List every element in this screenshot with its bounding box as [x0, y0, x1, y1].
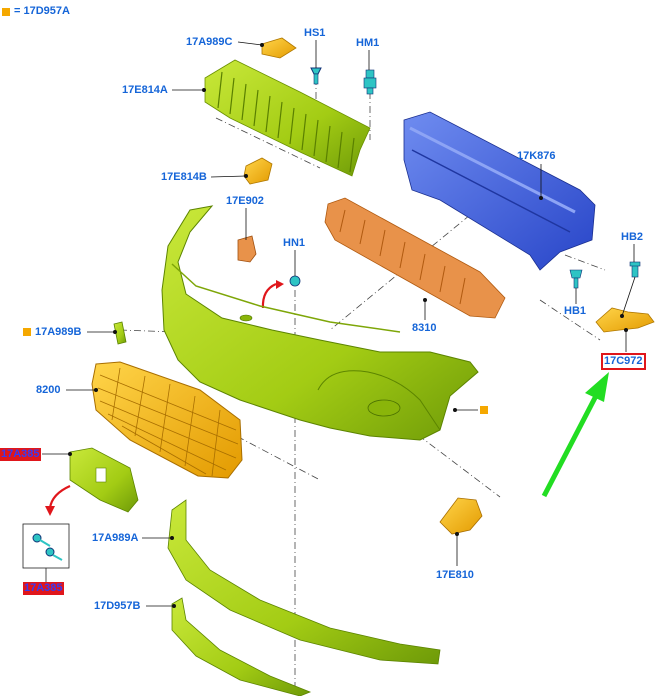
- label-8200[interactable]: 8200: [36, 384, 61, 396]
- label-HB1[interactable]: HB1: [564, 305, 587, 317]
- label-8310[interactable]: 8310: [412, 322, 437, 334]
- screws-box: [22, 523, 70, 582]
- label-17E814A[interactable]: 17E814A: [122, 84, 168, 96]
- green-callout-arrow: [541, 372, 609, 498]
- label-17A385-screws[interactable]: 17A385: [23, 582, 64, 595]
- energy-absorber-8310: [324, 197, 506, 319]
- red-curved-arrow-17A385: [48, 484, 71, 509]
- clip-17A989B: [113, 321, 127, 345]
- clip-HB2: [629, 261, 641, 278]
- bracket-17A385: [69, 447, 139, 513]
- bracket-17C972: [595, 307, 655, 333]
- lower-trim-17D957B: [171, 597, 312, 696]
- legend-text: = 17D957A: [14, 5, 70, 17]
- red-curved-arrow-hn1: [261, 282, 277, 309]
- bracket-17E814B: [243, 157, 273, 185]
- clip-HM1: [363, 69, 377, 95]
- label-17K876[interactable]: 17K876: [517, 150, 556, 162]
- label-17E814B[interactable]: 17E814B: [161, 171, 207, 183]
- label-17A989C[interactable]: 17A989C: [186, 36, 233, 48]
- leader-lines: [42, 40, 636, 609]
- label-HN1[interactable]: HN1: [283, 237, 306, 249]
- impact-beam-17K876: [403, 111, 596, 271]
- upper-air-guide-17E814A: [204, 59, 371, 177]
- orange-marker-bumper: [480, 406, 488, 414]
- lower-lip-17A989A: [167, 499, 441, 665]
- label-17D957B[interactable]: 17D957B: [94, 600, 141, 612]
- orange-marker-17A989B: [23, 328, 31, 336]
- label-17E810[interactable]: 17E810: [436, 569, 474, 581]
- clip-HS1: [310, 67, 322, 85]
- label-HS1[interactable]: HS1: [304, 27, 326, 39]
- bracket-17E902: [237, 235, 257, 263]
- label-17C972[interactable]: 17C972: [601, 353, 646, 370]
- label-17E902[interactable]: 17E902: [226, 195, 264, 207]
- label-HM1[interactable]: HM1: [356, 37, 380, 49]
- grille-8200: [91, 361, 243, 479]
- label-17A989A[interactable]: 17A989A: [92, 532, 139, 544]
- bracket-17A989C: [261, 37, 297, 59]
- label-HB2[interactable]: HB2: [621, 231, 644, 243]
- clip-HN1: [289, 275, 301, 287]
- label-17A385[interactable]: 17A385: [0, 448, 41, 461]
- fog-bezel-17E810: [439, 497, 483, 535]
- clip-HB1: [569, 269, 583, 289]
- bumper-cover: [161, 205, 479, 441]
- label-17A989B[interactable]: 17A989B: [35, 326, 82, 338]
- legend-swatch: [2, 8, 10, 16]
